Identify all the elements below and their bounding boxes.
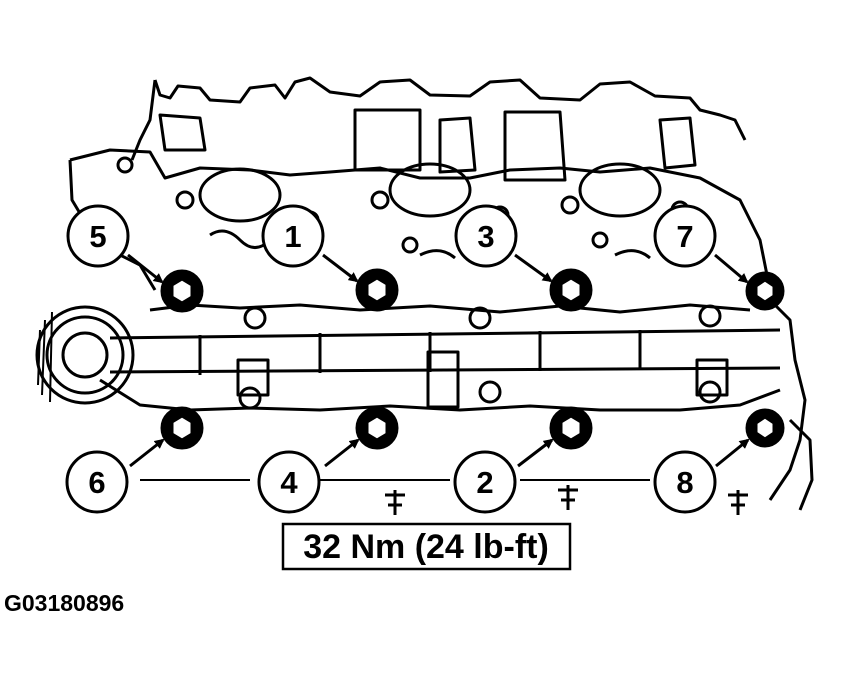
arrow-8 bbox=[715, 438, 750, 468]
callout-8: 8 bbox=[653, 450, 717, 514]
figure-id: G03180896 bbox=[4, 590, 125, 616]
callout-8-label: 8 bbox=[676, 465, 693, 500]
bolt-2 bbox=[549, 406, 593, 450]
callout-6-label: 6 bbox=[88, 465, 105, 500]
callout-3-label: 3 bbox=[477, 219, 494, 254]
bolt-5 bbox=[160, 269, 204, 313]
callout-3: 3 bbox=[454, 204, 518, 268]
bolt-4 bbox=[355, 406, 399, 450]
arrow-6 bbox=[129, 438, 165, 468]
torque-spec-box: 32 Nm (24 lb-ft) bbox=[281, 522, 572, 571]
arrow-1 bbox=[322, 253, 359, 283]
bolt-8 bbox=[745, 408, 785, 448]
callout-2: 2 bbox=[453, 450, 517, 514]
arrow-7 bbox=[714, 253, 749, 284]
bolt-7 bbox=[745, 271, 785, 311]
callout-7: 7 bbox=[653, 204, 717, 268]
arrow-4 bbox=[324, 438, 360, 468]
callout-4: 4 bbox=[257, 450, 321, 514]
bolt-heads bbox=[160, 268, 785, 450]
leader-arrows bbox=[127, 253, 750, 468]
callout-7-label: 7 bbox=[676, 219, 693, 254]
callout-6: 6 bbox=[65, 450, 129, 514]
arrow-3 bbox=[514, 253, 553, 283]
callout-5-label: 5 bbox=[89, 219, 106, 254]
callout-4-label: 4 bbox=[280, 465, 298, 500]
callout-5: 5 bbox=[66, 204, 130, 268]
torque-spec-label: 32 Nm (24 lb-ft) bbox=[303, 528, 549, 566]
arrow-2 bbox=[517, 438, 554, 468]
bolt-1 bbox=[355, 268, 399, 312]
bolt-3 bbox=[549, 268, 593, 312]
callout-1: 1 bbox=[261, 204, 325, 268]
callouts: 5 1 3 7 6 4 2 8 bbox=[65, 204, 717, 514]
callout-1-label: 1 bbox=[284, 219, 301, 254]
arrow-5 bbox=[127, 253, 164, 284]
bolt-6 bbox=[160, 406, 204, 450]
callout-2-label: 2 bbox=[476, 465, 493, 500]
